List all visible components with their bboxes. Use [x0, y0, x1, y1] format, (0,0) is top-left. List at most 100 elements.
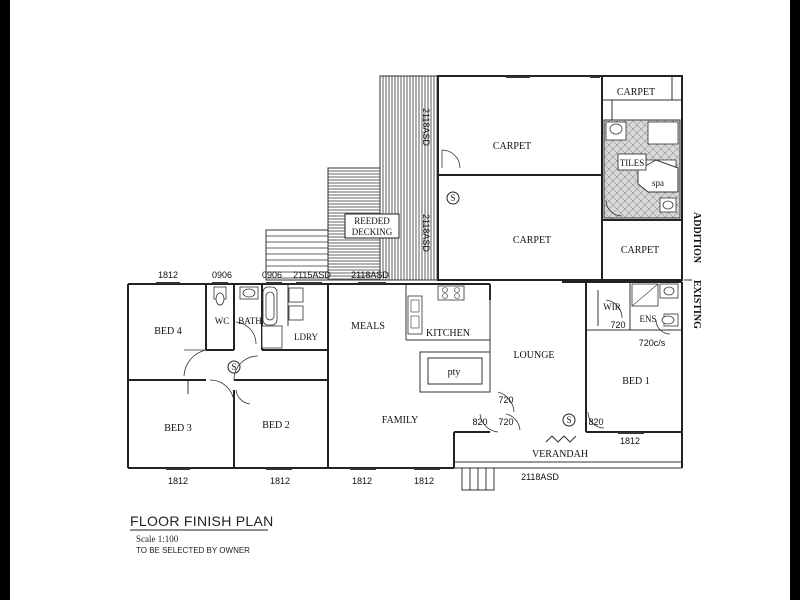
- room-label-family: FAMILY: [382, 415, 419, 426]
- tile-line: [604, 120, 659, 175]
- floor-plan: S S S: [127, 75, 790, 555]
- dim-label: 1812: [158, 270, 178, 280]
- room-label-ens: ENS: [639, 314, 656, 324]
- bath-fixtures: [213, 286, 304, 349]
- room-label-spa: spa: [652, 178, 664, 188]
- tile-line: [712, 120, 790, 218]
- dim-label: 2118ASD: [521, 472, 559, 482]
- dim-label: 820: [588, 417, 603, 427]
- smoke-detector-icon: S: [446, 191, 460, 205]
- tile-line: [736, 120, 790, 218]
- tile-line: [768, 120, 790, 218]
- room-label-reeded: REEDED: [354, 216, 390, 226]
- tile-line: [712, 120, 790, 218]
- existing-walls: [127, 281, 683, 469]
- room-label-carpet: CARPET: [513, 235, 551, 246]
- room-label-ldry: LDRY: [294, 332, 319, 342]
- tile-line: [784, 120, 790, 218]
- plan-scale: Scale 1:100: [136, 534, 179, 544]
- tile-line: [728, 120, 790, 218]
- tile-line: [671, 209, 680, 218]
- tile-line: [671, 120, 680, 129]
- tile-line: [604, 211, 611, 218]
- hall-doors: [183, 299, 671, 443]
- dim-label: 0906: [262, 270, 282, 280]
- tile-line: [504, 120, 602, 218]
- tiles-area: [504, 119, 790, 219]
- room-label-tiles: TILES: [620, 158, 645, 168]
- tile-line: [752, 120, 790, 218]
- entry-steps: [461, 467, 495, 491]
- tile-line: [760, 120, 790, 218]
- room-label-bed1: BED 1: [622, 376, 650, 387]
- smoke-detector-icon: S: [562, 413, 576, 427]
- plan-note: TO BE SELECTED BY OWNER: [136, 546, 250, 555]
- tile-line: [631, 169, 680, 218]
- reeded-decking-label-box: [344, 213, 400, 239]
- room-label-verandah: VERANDAH: [532, 449, 588, 460]
- dim-label: 1812: [168, 476, 188, 486]
- addition-walls: [437, 75, 683, 281]
- s-symbol: S: [450, 193, 455, 203]
- smoke-detector-icon: S: [227, 360, 241, 374]
- room-label-carpet: CARPET: [493, 141, 531, 152]
- tile-line: [604, 179, 643, 218]
- tile-line: [696, 120, 790, 218]
- dim-label: 1812: [620, 436, 640, 446]
- dim-label: 2118ASD: [351, 270, 389, 280]
- tile-line: [679, 120, 680, 121]
- tile-line: [704, 120, 790, 218]
- tile-line: [736, 120, 790, 218]
- tile-line: [760, 120, 790, 218]
- tile-line: [768, 120, 790, 218]
- tile-line: [639, 177, 680, 218]
- room-label-lounge: LOUNGE: [513, 350, 554, 361]
- dim-label: 720: [498, 417, 513, 427]
- tile-line: [604, 195, 627, 218]
- s-symbol: S: [566, 415, 571, 425]
- dim-label: 1812: [352, 476, 372, 486]
- dim-label: 0906: [212, 270, 232, 280]
- tile-line: [604, 171, 651, 218]
- dim-label: 720c/s: [639, 338, 666, 348]
- tile-line: [728, 120, 790, 218]
- tile-line: [696, 120, 790, 218]
- room-label-pty: pty: [448, 367, 461, 378]
- dim-label: 720: [610, 320, 625, 330]
- tile-line: [604, 120, 651, 167]
- plan-title: FLOOR FINISH PLAN: [130, 513, 274, 529]
- tile-line: [679, 217, 680, 218]
- window-marks: [156, 76, 644, 470]
- tile-line: [744, 120, 790, 218]
- dim-label: 1812: [414, 476, 434, 486]
- tile-line: [776, 120, 790, 218]
- dim-label: 1812: [270, 476, 290, 486]
- dim-label: 2115ASD: [293, 270, 331, 280]
- ensuite-fixtures: [631, 283, 679, 327]
- room-label-meals: MEALS: [351, 321, 385, 332]
- room-label-wir: WIR: [603, 302, 621, 312]
- room-label-carpet: CARPET: [617, 87, 655, 98]
- existing-label: EXISTING: [691, 280, 702, 329]
- room-label-bed4: BED 4: [154, 326, 182, 337]
- door-swing: [441, 149, 461, 169]
- tile-line: [604, 203, 619, 218]
- tile-line: [504, 120, 602, 218]
- dim-label: 720: [498, 395, 513, 405]
- tile-line: [752, 120, 790, 218]
- door-swing: [605, 199, 623, 217]
- kitchen-fixtures: [407, 285, 465, 335]
- room-label-bath: BATH: [238, 316, 262, 326]
- tile-line: [720, 120, 790, 218]
- drawing-sheet: S S S: [10, 0, 790, 600]
- room-label-bed3: BED 3: [164, 423, 192, 434]
- room-label-wc: WC: [215, 316, 230, 326]
- tile-line: [604, 120, 611, 127]
- s-symbol: S: [231, 362, 236, 372]
- tile-line: [604, 187, 635, 218]
- dim-label: 2118ASD: [421, 214, 431, 252]
- tile-line: [720, 120, 790, 218]
- decking-small: [265, 229, 329, 281]
- tile-line: [688, 120, 786, 218]
- tile-line: [704, 120, 790, 218]
